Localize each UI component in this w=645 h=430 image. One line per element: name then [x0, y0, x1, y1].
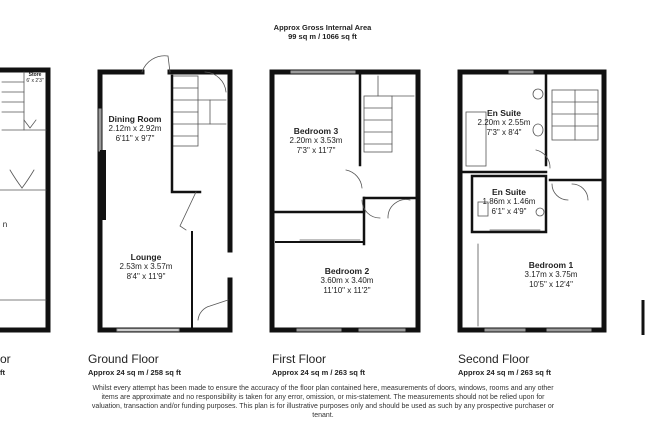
floor-title-first: First Floor — [272, 352, 326, 366]
floor-area-second: Approx 24 sq m / 263 sq ft — [458, 368, 551, 377]
room-label-en-suite-main: En Suite 2.20m x 2.55m 7'3" x 8'4" — [477, 108, 531, 137]
ground-floor-plan — [97, 55, 233, 333]
floor-area-ground: Approx 24 sq m / 258 sq ft — [88, 368, 181, 377]
second-floor-plan — [457, 69, 607, 333]
floor-title-ground: Ground Floor — [88, 352, 159, 366]
floor-title-partial: or — [0, 352, 11, 366]
room-label-lounge: Lounge 2.53m x 3.57m 8'4" x 11'9" — [119, 252, 173, 281]
disclaimer-text: Whilst every attempt has been made to en… — [91, 385, 555, 419]
floor-area-partial: ft — [0, 368, 5, 377]
room-label-dining-room: Dining Room 2.12m x 2.92m 6'11" x 9'7" — [108, 114, 162, 143]
room-label-bedroom-2: Bedroom 2 3.60m x 3.40m 11'10" x 11'2" — [320, 266, 374, 295]
floor-title-second: Second Floor — [458, 352, 530, 366]
room-label-bedroom-1: Bedroom 1 3.17m x 3.75m 10'5" x 12'4" — [524, 260, 578, 289]
gross-area-value: 99 sq m / 1066 sq ft — [288, 32, 357, 41]
gross-area-title: Approx Gross Internal Area — [273, 23, 372, 32]
partial-floor-plan — [0, 67, 51, 333]
first-floor-plan — [269, 69, 421, 333]
floor-area-first: Approx 24 sq m / 263 sq ft — [272, 368, 365, 377]
room-label-store: Store 6' x 2'3" — [26, 72, 44, 84]
room-label-partial: n — [2, 220, 8, 229]
room-label-en-suite-small: En Suite 1.86m x 1.46m 6'1" x 4'9" — [482, 187, 536, 216]
room-label-bedroom-3: Bedroom 3 2.20m x 3.53m 7'3" x 11'7" — [289, 126, 343, 155]
